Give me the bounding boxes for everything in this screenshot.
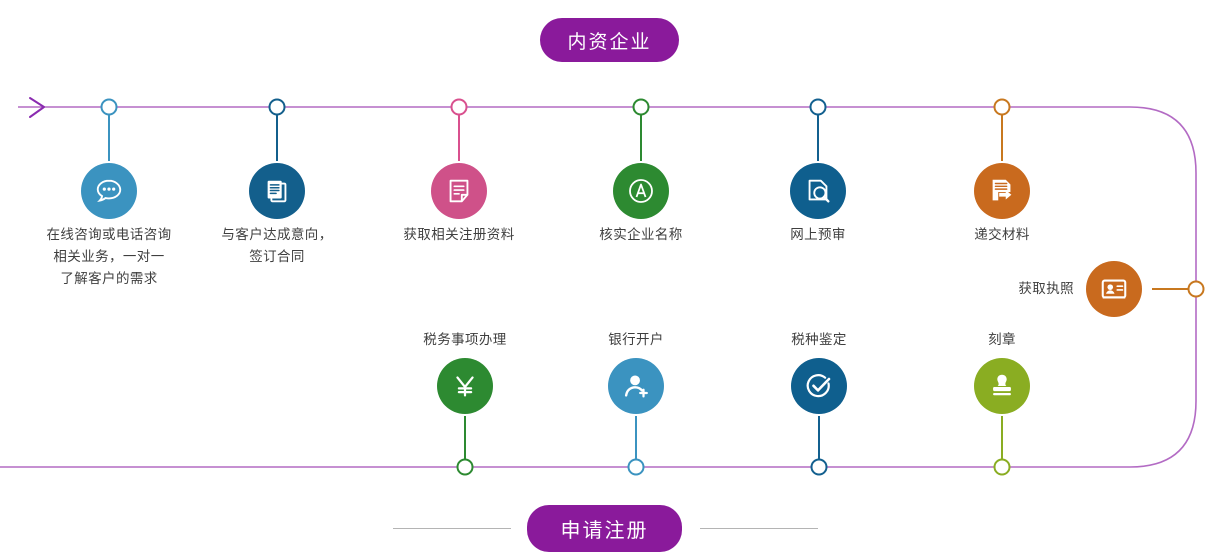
step-online-prereview-ring[interactable] xyxy=(809,98,827,116)
step-bank-account-ring[interactable] xyxy=(627,458,645,476)
step-online-consult-ring[interactable] xyxy=(100,98,118,116)
divider-left xyxy=(393,528,511,529)
document-forward-icon xyxy=(987,176,1017,206)
step-sign-contract-label: 与客户达成意向， 签订合同 xyxy=(221,227,333,264)
step-carve-seal-label: 刻章 xyxy=(988,332,1016,347)
yen-symbol-icon xyxy=(450,371,480,401)
letter-a-circle-icon xyxy=(625,175,657,207)
documents-stack-icon xyxy=(262,176,292,206)
step-online-prereview-label: 网上预审 xyxy=(790,227,846,242)
step-get-license-disc[interactable] xyxy=(1086,261,1142,317)
badge-apply-registration-label: 申请注册 xyxy=(560,520,649,542)
badge-apply-registration[interactable]: 申请注册 xyxy=(527,505,682,552)
badge-domestic-enterprise[interactable]: 内资企业 xyxy=(540,18,679,62)
step-verify-name-label: 核实企业名称 xyxy=(599,227,683,242)
step-online-consult-disc[interactable] xyxy=(81,163,137,219)
id-card-icon xyxy=(1099,274,1129,304)
step-bank-account-disc[interactable] xyxy=(608,358,664,414)
badge-domestic-enterprise-label: 内资企业 xyxy=(567,31,652,53)
node-rings xyxy=(100,98,1011,476)
step-collect-materials-label: 获取相关注册资料 xyxy=(403,227,515,242)
divider-right xyxy=(700,528,818,529)
node-stems xyxy=(108,115,1003,459)
step-tax-matters-label: 税务事项办理 xyxy=(423,332,507,347)
step-collect-materials-disc[interactable] xyxy=(431,163,487,219)
step-tax-matters-ring[interactable] xyxy=(456,458,474,476)
step-verify-name-ring[interactable] xyxy=(632,98,650,116)
step-sign-contract-disc[interactable] xyxy=(249,163,305,219)
license-ring xyxy=(1187,280,1205,298)
note-page-icon xyxy=(444,176,474,206)
add-person-icon xyxy=(621,371,651,401)
step-tax-assessment-label: 税种鉴定 xyxy=(791,332,847,347)
step-collect-materials-ring[interactable] xyxy=(450,98,468,116)
step-bank-account-label: 银行开户 xyxy=(608,332,664,347)
step-tax-assessment-disc[interactable] xyxy=(791,358,847,414)
step-submit-materials-label: 递交材料 xyxy=(974,227,1030,242)
chat-bubble-icon xyxy=(94,176,124,206)
step-get-license-label: 获取执照 xyxy=(1018,281,1074,296)
check-circle-icon xyxy=(803,370,835,402)
step-online-consult-label: 在线咨询或电话咨询 相关业务，一对一 了解客户的需求 xyxy=(46,227,172,286)
document-search-icon xyxy=(803,176,833,206)
arrow-head-icon xyxy=(29,97,45,118)
step-verify-name-disc[interactable] xyxy=(613,163,669,219)
step-tax-assessment-ring[interactable] xyxy=(810,458,828,476)
step-sign-contract-ring[interactable] xyxy=(268,98,286,116)
step-carve-seal-disc[interactable] xyxy=(974,358,1030,414)
step-submit-materials-disc[interactable] xyxy=(974,163,1030,219)
step-online-prereview-disc[interactable] xyxy=(790,163,846,219)
step-carve-seal-ring[interactable] xyxy=(993,458,1011,476)
step-tax-matters-disc[interactable] xyxy=(437,358,493,414)
stamp-icon xyxy=(987,371,1017,401)
step-submit-materials-ring[interactable] xyxy=(993,98,1011,116)
